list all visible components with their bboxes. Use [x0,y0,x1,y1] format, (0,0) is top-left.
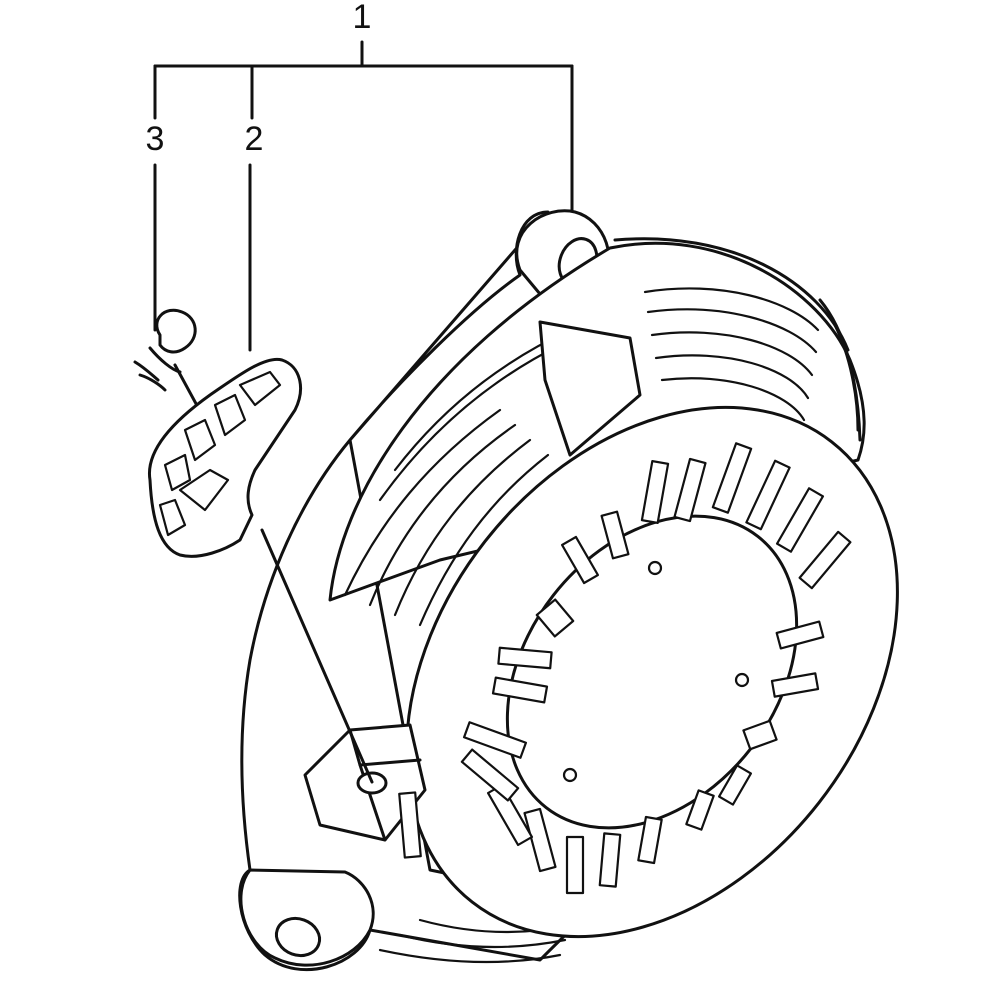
callout-label-2: 2 [245,120,264,158]
callout-label-3: 3 [146,120,165,158]
starter-front-cover [405,405,899,939]
cooling-slots [460,442,852,895]
vent-hole [562,767,578,783]
starter-grip-handle [147,357,303,558]
mounting-hole-bottom [274,916,322,958]
starter-housing [328,237,866,964]
callout-label-1: 1 [353,0,372,36]
callout-leader-lines [153,40,574,352]
vent-hole [734,672,750,688]
vent-hole [647,560,663,576]
